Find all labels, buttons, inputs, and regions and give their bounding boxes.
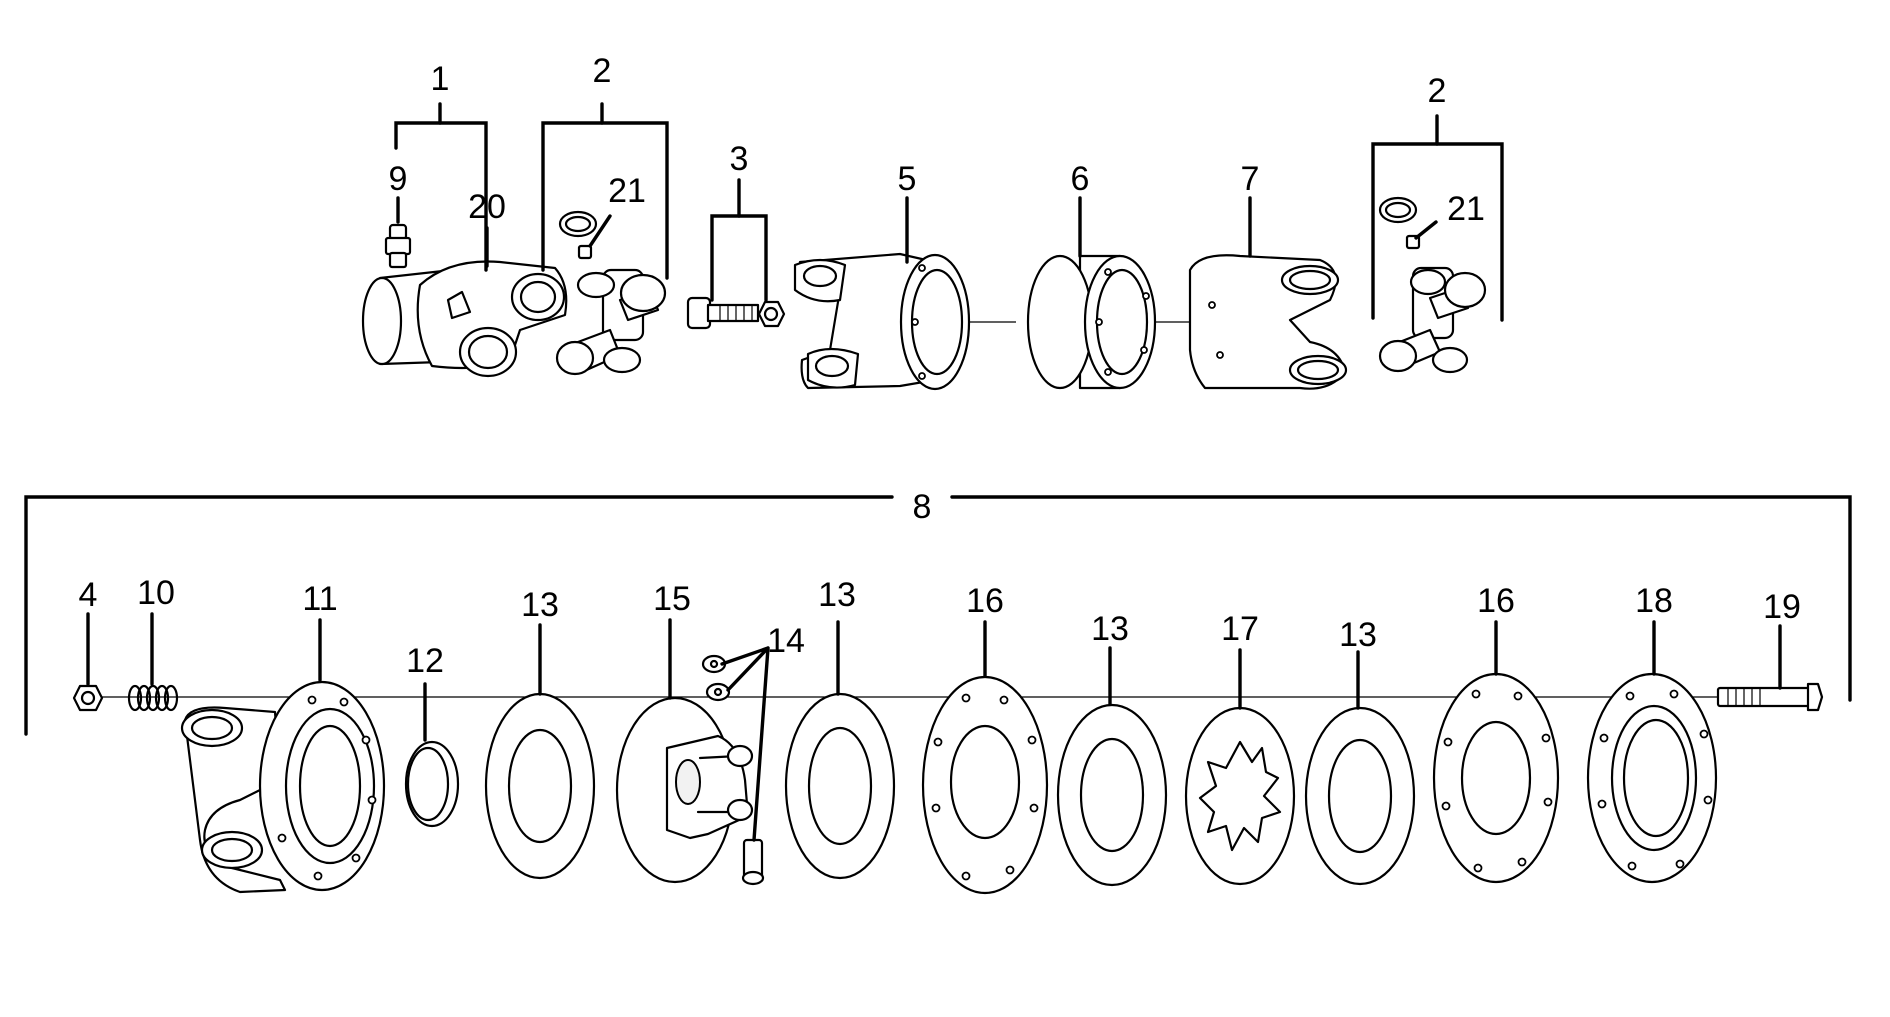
washer-part-14-mid[interactable]	[705, 682, 731, 702]
nut-part-3[interactable]	[757, 300, 786, 328]
hub-plate-part-15[interactable]	[615, 696, 754, 884]
guard-cylinder-part-6[interactable]	[1026, 254, 1157, 390]
bolt-part-14[interactable]	[741, 838, 765, 886]
bracket-group-3	[710, 214, 768, 302]
callout-13-2: 13	[818, 576, 856, 614]
callout-13-3: 13	[1091, 610, 1129, 648]
friction-disc-part-13-3[interactable]	[1056, 703, 1168, 887]
small-nipple-part-21-left[interactable]	[577, 244, 593, 260]
cross-spider-part-2-left[interactable]	[555, 268, 667, 376]
friction-disc-part-13-1[interactable]	[484, 692, 596, 880]
callout-4: 4	[79, 576, 98, 614]
friction-disc-part-13-2[interactable]	[784, 692, 896, 880]
nut-part-4[interactable]	[72, 684, 104, 712]
callout-1: 1	[431, 60, 450, 98]
pressure-plate-part-16-2[interactable]	[1432, 672, 1560, 884]
callout-5: 5	[898, 160, 917, 198]
callout-21-left: 21	[608, 172, 646, 210]
callout-16-2: 16	[1477, 582, 1515, 620]
callout-6: 6	[1071, 160, 1090, 198]
callout-15: 15	[653, 580, 691, 618]
callout-2-left: 2	[593, 52, 612, 90]
callout-19: 19	[1763, 588, 1801, 626]
callout-16-1: 16	[966, 582, 1004, 620]
callout-12: 12	[406, 642, 444, 680]
leader-21-right	[1414, 220, 1438, 240]
splined-disc-part-17[interactable]	[1184, 706, 1296, 886]
callout-20: 20	[468, 188, 506, 226]
leader-21-left	[588, 214, 612, 248]
cross-spider-part-2-right[interactable]	[1378, 266, 1487, 374]
leader-14	[720, 646, 770, 842]
spring-part-10[interactable]	[127, 684, 179, 712]
callout-18: 18	[1635, 582, 1673, 620]
callout-10: 10	[137, 574, 175, 612]
outer-yoke-part-7[interactable]	[1188, 254, 1348, 390]
callout-11: 11	[302, 580, 337, 618]
pressure-plate-part-16-1[interactable]	[921, 675, 1049, 895]
yoke-sleeve-part-20[interactable]	[361, 260, 568, 378]
bracket-group-8-right	[950, 495, 1852, 702]
callout-13-1: 13	[521, 586, 559, 624]
callout-17: 17	[1221, 610, 1259, 648]
friction-disc-part-13-4[interactable]	[1304, 706, 1416, 886]
callout-21-right: 21	[1447, 190, 1485, 228]
bracket-group-2-left	[541, 121, 669, 280]
callout-2-right: 2	[1428, 72, 1447, 110]
bushing-part-12[interactable]	[404, 740, 460, 828]
callout-14: 14	[767, 622, 805, 660]
callout-8: 8	[913, 488, 932, 526]
snap-ring-part-21-left[interactable]	[558, 210, 598, 238]
flange-ring-part-18[interactable]	[1586, 672, 1718, 884]
grease-nipple-part-9[interactable]	[384, 223, 412, 269]
inner-yoke-part-5[interactable]	[793, 252, 971, 391]
callout-13-4: 13	[1339, 616, 1377, 654]
callout-9: 9	[389, 160, 408, 198]
bracket-group-8-left	[24, 495, 894, 736]
callout-7: 7	[1241, 160, 1260, 198]
flange-yoke-part-11[interactable]	[180, 680, 386, 894]
bolt-part-19[interactable]	[1716, 682, 1824, 712]
callout-3: 3	[730, 140, 749, 178]
bolt-part-3[interactable]	[686, 296, 760, 330]
snap-ring-part-21-right[interactable]	[1378, 196, 1418, 224]
